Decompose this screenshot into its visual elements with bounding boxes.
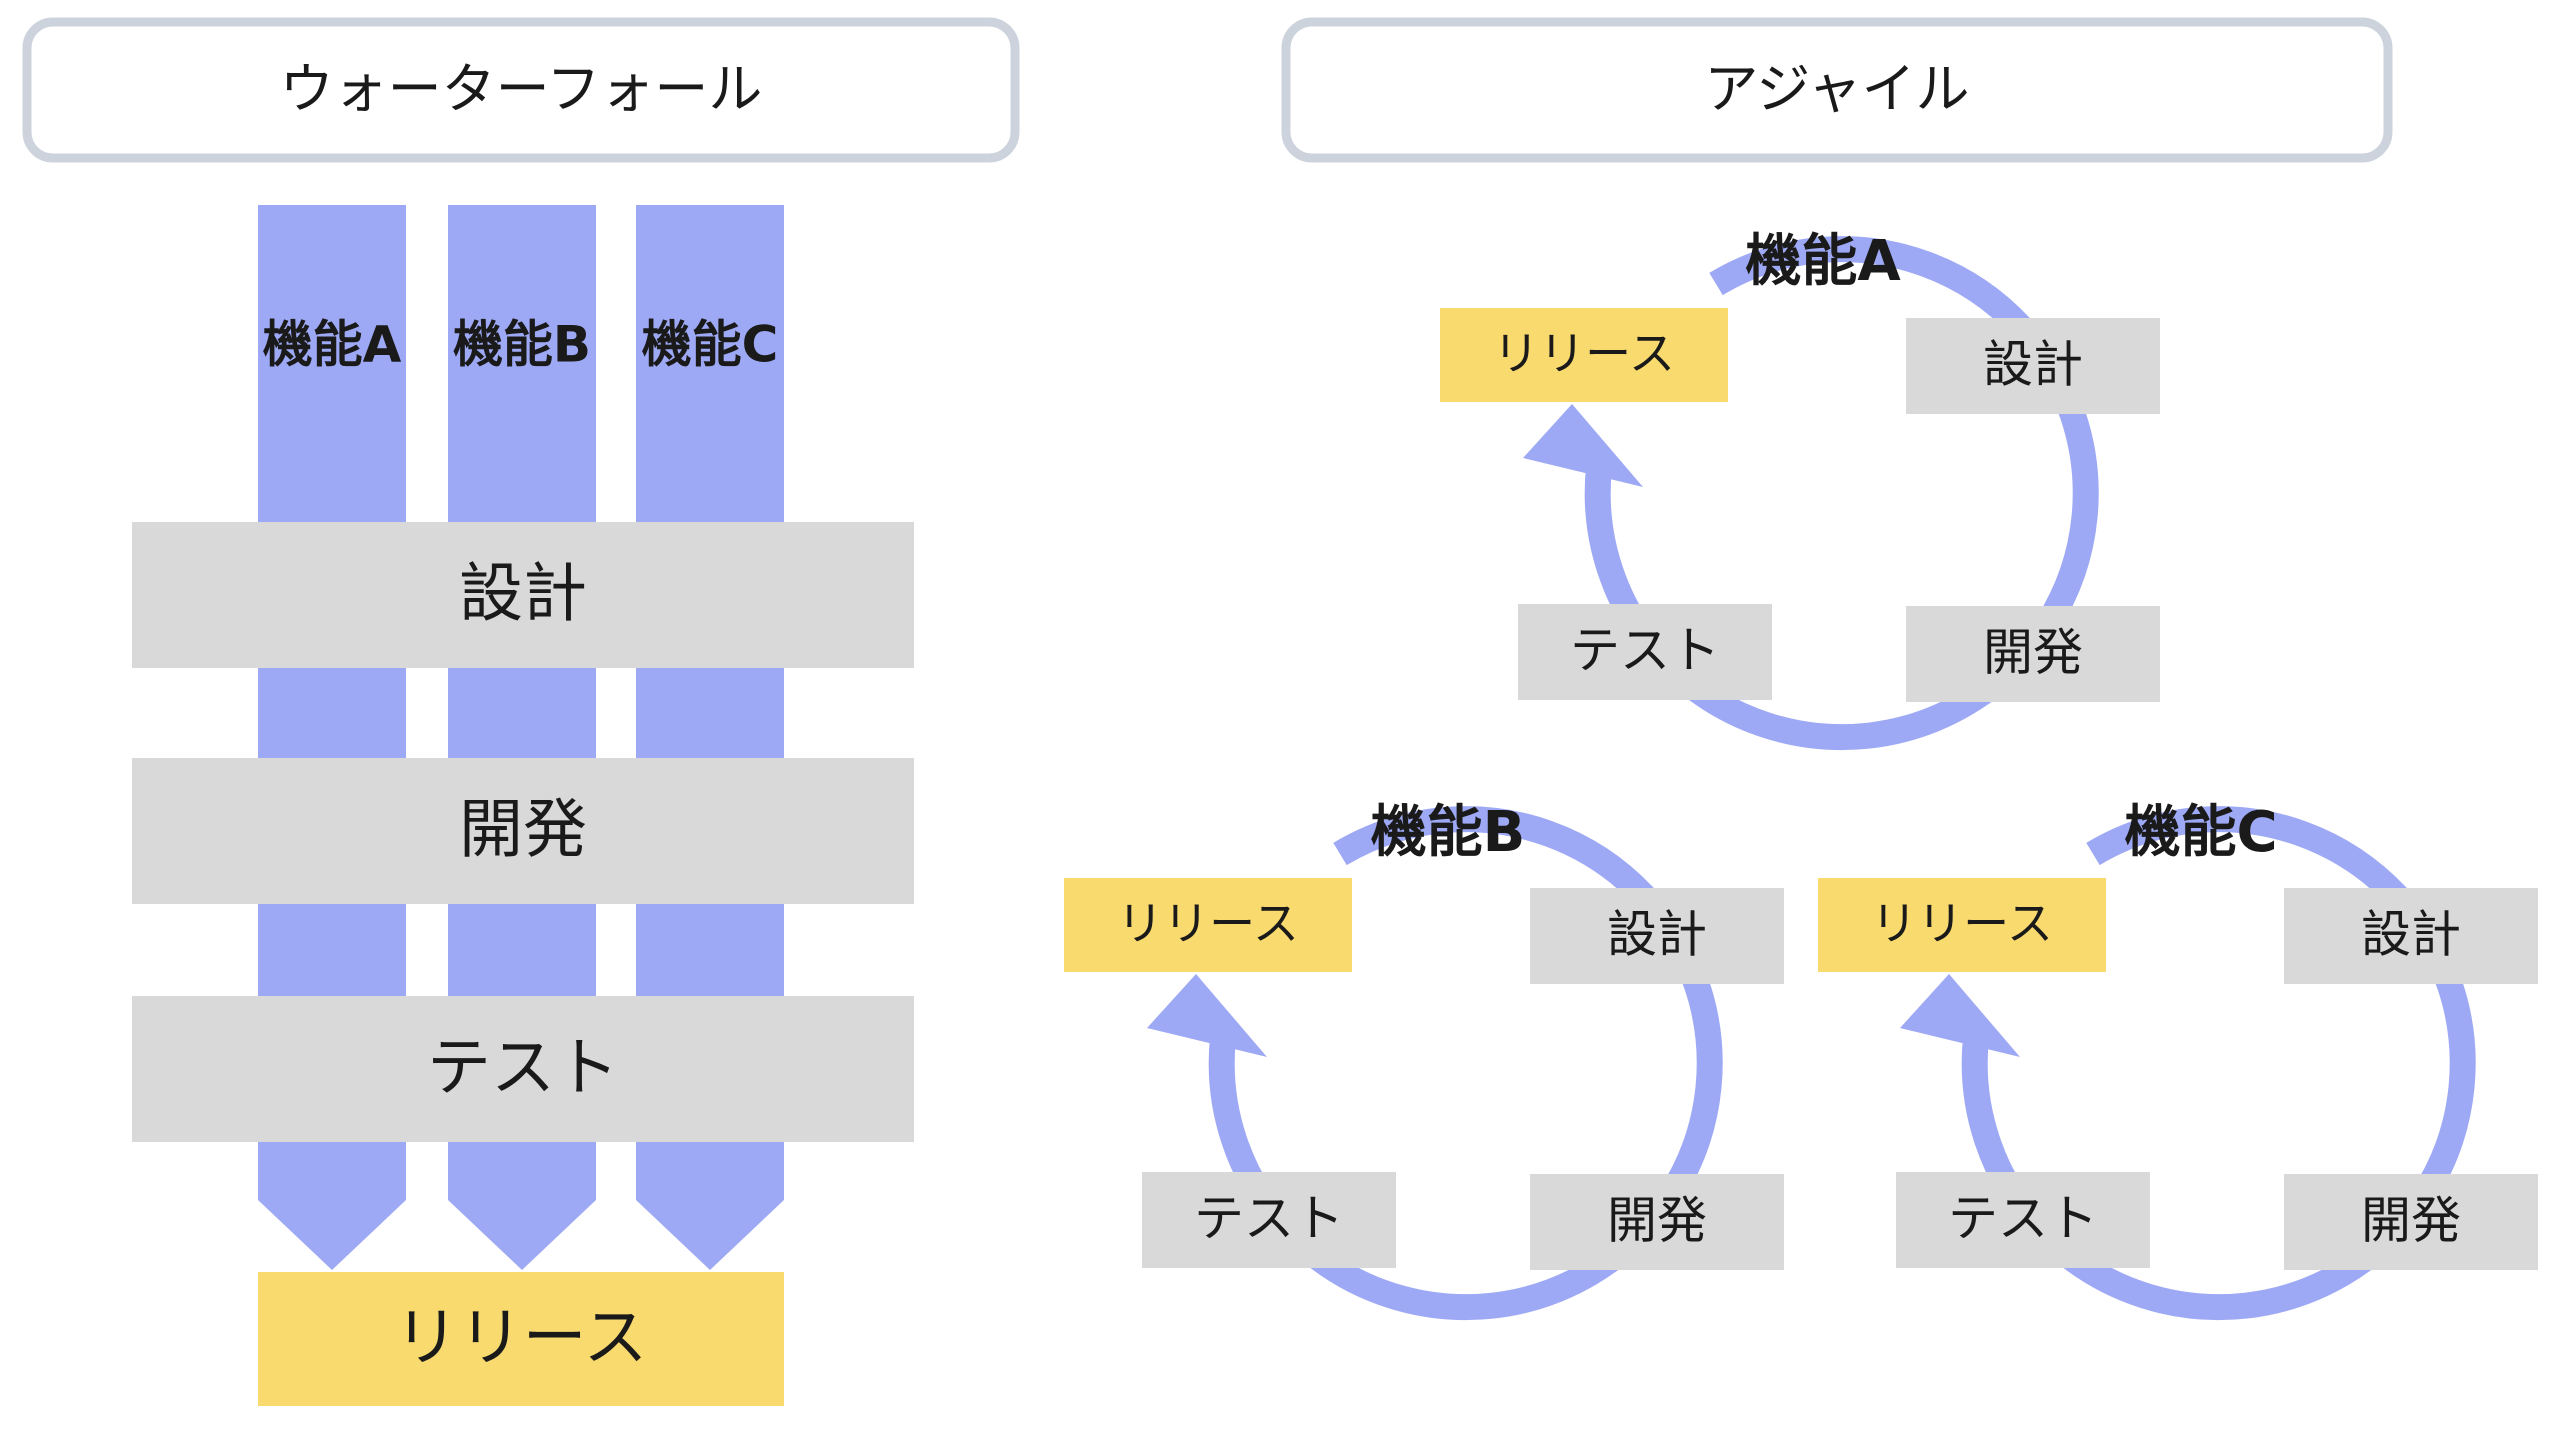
cycle-b-dev-label: 開発: [1607, 1192, 1707, 1250]
feature-stream-c-label: 機能C: [642, 316, 779, 374]
waterfall-title: ウォーターフォール: [280, 58, 763, 121]
cycle-b-test-label: テスト: [1194, 1190, 1344, 1248]
cycle-a-release-box: [1440, 308, 1728, 402]
cycle-a-test-label: テスト: [1570, 622, 1720, 680]
phase-design-label: 設計: [459, 558, 587, 632]
waterfall-release-box: [258, 1272, 784, 1406]
cycle-b-design-box: [1530, 888, 1784, 984]
phase-dev-label: 開発: [459, 794, 587, 868]
agile-cycle-c: 機能C リリース 設計 テスト 開発: [1818, 800, 2538, 1321]
cycle-a-dev-label: 開発: [1983, 624, 2083, 682]
cycle-b-arrowhead: [1147, 974, 1267, 1057]
cycle-a-design-label: 設計: [1983, 336, 2083, 394]
cycle-b-dev-box: [1530, 1174, 1784, 1270]
cycle-a-feature-label: 機能A: [1745, 229, 1901, 294]
phase-test-band: [132, 996, 914, 1142]
cycle-b-release-box: [1064, 878, 1352, 972]
phase-test-label: テスト: [427, 1032, 619, 1106]
cycle-a-test-box: [1518, 604, 1772, 700]
cycle-a-arrowhead: [1523, 404, 1643, 487]
cycle-a-dev-box: [1906, 606, 2160, 702]
cycle-b-release-label: リリース: [1117, 897, 1299, 951]
feature-stream-b-label: 機能B: [453, 316, 591, 374]
agile-cycle-b: 機能B リリース 設計 テスト 開発: [1064, 800, 1784, 1321]
agile-cycle-a: 機能A リリース 設計 テスト 開発: [1440, 229, 2160, 751]
cycle-b-test-box: [1142, 1172, 1396, 1268]
cycle-a-design-box: [1906, 318, 2160, 414]
agile-title: アジャイル: [1704, 58, 1969, 121]
feature-stream-a-label: 機能A: [263, 316, 402, 374]
cycle-c-arrowhead: [1900, 974, 2020, 1057]
cycle-c-dev-label: 開発: [2361, 1192, 2461, 1250]
cycle-b-design-label: 設計: [1607, 906, 1707, 964]
cycle-c-feature-label: 機能C: [2124, 800, 2277, 865]
cycle-c-release-label: リリース: [1871, 897, 2053, 951]
cycle-c-dev-box: [2284, 1174, 2538, 1270]
agile-title-box: [1281, 17, 2393, 163]
cycle-c-design-box: [2284, 888, 2538, 984]
waterfall-title-box: [22, 17, 1020, 163]
cycle-c-test-box: [1896, 1172, 2150, 1268]
waterfall-release-label: リリース: [395, 1302, 648, 1376]
cycle-c-release-box: [1818, 878, 2106, 972]
cycle-b-feature-label: 機能B: [1371, 800, 1526, 865]
waterfall-section: ウォーターフォール 機能A 機能B 機能C 設計 開発 テスト リリース: [22, 17, 1020, 1406]
phase-dev-band: [132, 758, 914, 904]
cycle-c-test-label: テスト: [1948, 1190, 2098, 1248]
cycle-a-release-label: リリース: [1493, 327, 1675, 381]
agile-section: アジャイル 機能A リリース 設計 テスト 開発 機能B リリース 設計: [1064, 17, 2538, 1321]
phase-design-band: [132, 522, 914, 668]
cycle-c-design-label: 設計: [2361, 906, 2461, 964]
